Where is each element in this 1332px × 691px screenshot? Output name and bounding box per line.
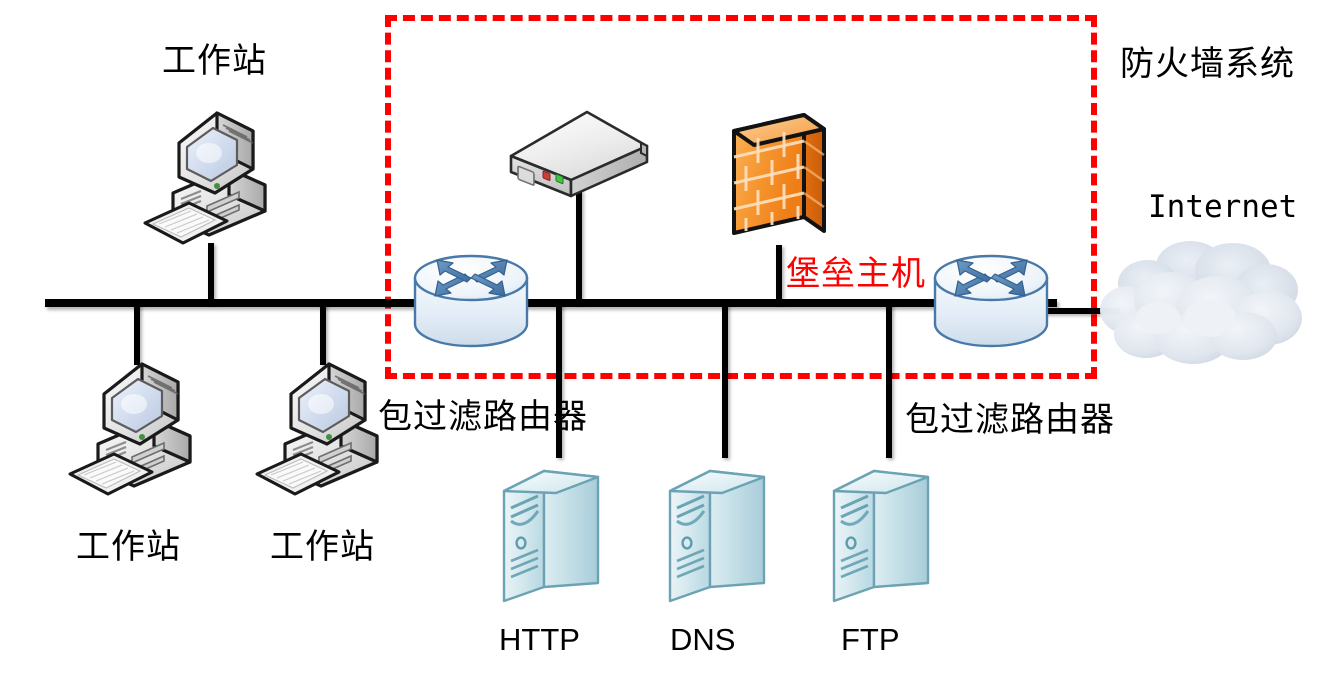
link-modem [576,190,582,303]
workstation-icon [143,111,267,245]
network-bus-line [45,299,1057,307]
server-ftp[interactable] [828,455,936,607]
server-icon [668,469,766,603]
link-router-right-to-internet [1040,308,1120,314]
router-icon [413,254,529,348]
bastion-host-label: 堡垒主机 [786,255,926,293]
link-server-ftp [886,303,892,458]
modem-device[interactable] [505,108,653,200]
firewall-zone-label: 防火墙系统 [1120,45,1295,83]
server-ftp-label: FTP [841,622,900,657]
router-left-label: 包过滤路由器 [378,398,588,436]
server-icon [502,469,600,603]
server-http[interactable] [498,455,606,607]
workstation-icon [255,362,379,496]
server-dns[interactable] [664,455,772,607]
workstation-bottom-right[interactable] [255,358,385,498]
workstation-icon [68,362,192,496]
router-left[interactable] [410,248,532,358]
workstation-bottom-left[interactable] [68,358,198,498]
workstation-bottom-left-label: 工作站 [76,528,181,566]
link-bastion-host [776,245,782,303]
link-workstation-right [320,303,326,365]
router-right[interactable] [930,248,1052,358]
link-server-http [556,303,562,458]
internet-cloud[interactable] [1098,238,1313,368]
router-right-label: 包过滤路由器 [905,401,1115,439]
firewall-zone-boundary [385,15,1097,379]
link-workstation-top [208,243,214,303]
workstation-bottom-right-label: 工作站 [270,528,375,566]
link-server-dns [722,303,728,458]
link-workstation-left [134,303,140,365]
server-dns-label: DNS [670,622,736,657]
modem-icon [509,110,649,198]
internet-label: Internet [1148,189,1298,225]
server-http-label: HTTP [499,622,580,657]
workstation-top[interactable] [143,107,273,247]
router-icon [933,254,1049,348]
server-icon [832,469,930,603]
firewall-brick-icon [732,113,826,235]
cloud-icon [1100,241,1302,364]
bastion-host-firewall[interactable] [728,113,838,253]
workstation-top-label: 工作站 [162,42,267,80]
